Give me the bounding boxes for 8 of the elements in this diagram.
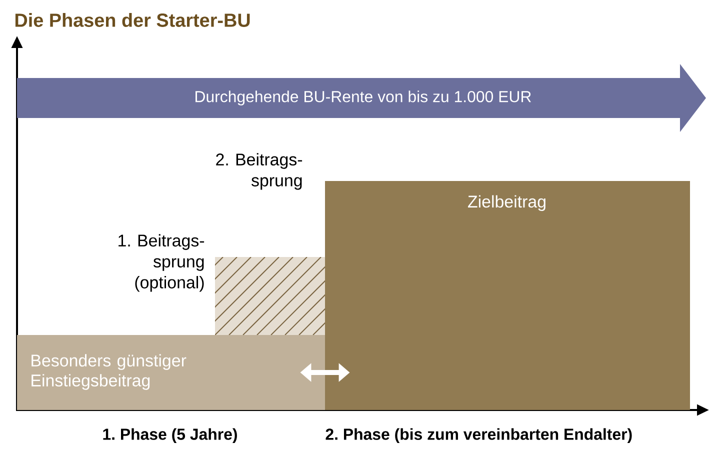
phase-label: 1. Phase (5 Jahre)	[103, 428, 237, 444]
step-label: 2. Beitrags-sprung	[216, 153, 302, 190]
hatched-box	[215, 257, 325, 335]
phase-box: Zielbeitrag	[325, 181, 690, 410]
phase-box: Besonders günstiger Einstiegsbeitrag	[17, 335, 325, 410]
phase-label: 2. Phase (bis zum vereinbarten Endalter)	[326, 428, 632, 444]
title: Die Phasen der Starter-BU	[15, 13, 250, 27]
step-label: 1. Beitrags-sprung (optional)	[118, 234, 204, 292]
